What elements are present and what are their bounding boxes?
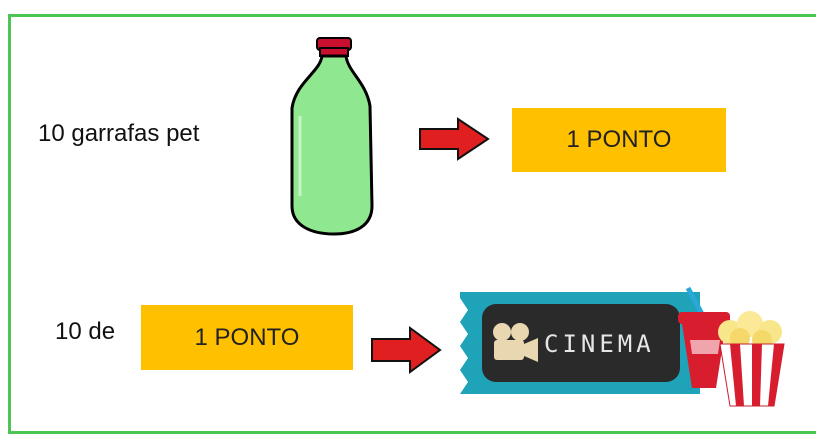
soda-cup-icon [678, 286, 730, 388]
points-badge-result: 1 PONTO [512, 108, 726, 172]
row1-label: 10 garrafas pet [38, 120, 200, 147]
movie-camera-icon [493, 323, 538, 362]
popcorn-icon [718, 311, 785, 407]
points-label: 1 PONTO [566, 126, 672, 153]
points-label: 1 PONTO [194, 323, 300, 351]
row2-label: 10 de [55, 318, 116, 345]
points-badge: 1 PONTO [141, 305, 353, 370]
right-arrow-icon [371, 326, 442, 374]
right-arrow-icon [419, 117, 490, 161]
cinema-label: CINEMA [544, 330, 655, 358]
cinema-ticket-icon [460, 292, 700, 394]
pet-bottle-icon [290, 37, 374, 236]
